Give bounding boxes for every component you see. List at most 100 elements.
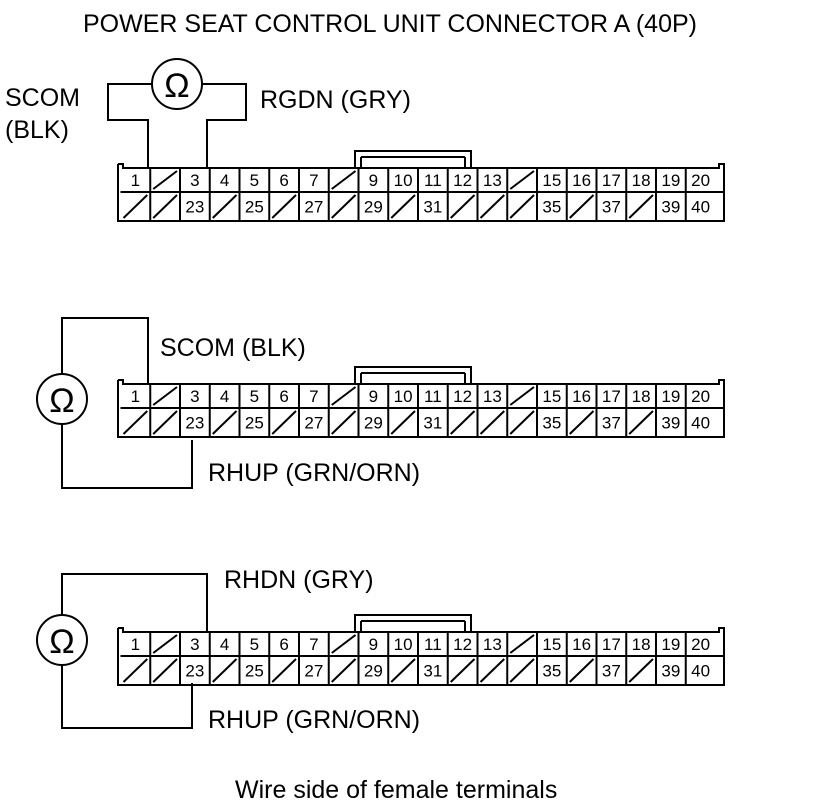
terminal-27: 27 — [304, 662, 323, 681]
connector-latch — [354, 614, 472, 632]
connector-latch — [354, 150, 472, 168]
terminal-19: 19 — [661, 387, 680, 406]
terminal-4: 4 — [220, 387, 229, 406]
blank-terminal-slash — [331, 634, 357, 654]
terminal-10: 10 — [394, 635, 413, 654]
terminal-3: 3 — [190, 635, 199, 654]
blank-terminal-slash — [331, 658, 357, 683]
terminal-13: 13 — [483, 387, 502, 406]
blank-terminal-slash — [212, 194, 238, 219]
blank-terminal-slash — [331, 170, 357, 190]
label-rgdn: RGDN (GRY) — [260, 86, 411, 114]
terminal-5: 5 — [250, 635, 259, 654]
terminal-12: 12 — [453, 387, 472, 406]
label-rhup: RHUP (GRN/ORN) — [208, 459, 420, 487]
terminal-31: 31 — [423, 662, 442, 681]
terminal-37: 37 — [602, 198, 621, 217]
terminal-37: 37 — [602, 414, 621, 433]
connector-housing — [117, 627, 725, 686]
blank-terminal-slash — [152, 634, 178, 654]
blank-terminal-slash — [152, 170, 178, 190]
probe-wire-rhup — [61, 665, 193, 729]
diagram-title: POWER SEAT CONTROL UNIT CONNECTOR A (40P… — [83, 10, 697, 38]
label-rhup: RHUP (GRN/ORN) — [208, 706, 420, 734]
footer-caption: Wire side of female terminals — [235, 776, 557, 804]
terminal-16: 16 — [572, 387, 591, 406]
terminal-35: 35 — [542, 198, 561, 217]
terminal-40: 40 — [691, 414, 710, 433]
probe-wire-rhdn — [61, 573, 208, 632]
terminal-23: 23 — [185, 662, 204, 681]
terminal-11: 11 — [424, 171, 442, 190]
terminal-16: 16 — [572, 635, 591, 654]
terminal-23: 23 — [185, 198, 204, 217]
blank-terminal-slash — [450, 194, 476, 219]
blank-terminal-slash — [122, 194, 148, 219]
terminal-29: 29 — [364, 198, 383, 217]
probe-wire-scom — [107, 83, 152, 168]
blank-terminal-slash — [509, 634, 535, 654]
terminal-17: 17 — [602, 387, 621, 406]
blank-terminal-slash — [509, 658, 535, 683]
terminal-20: 20 — [691, 635, 710, 654]
terminal-16: 16 — [572, 171, 591, 190]
terminal-18: 18 — [632, 387, 651, 406]
blank-terminal-slash — [479, 194, 505, 219]
blank-terminal-slash — [509, 170, 535, 190]
blank-terminal-slash — [271, 194, 297, 219]
label-scom: SCOM — [5, 84, 80, 112]
terminal-5: 5 — [250, 171, 259, 190]
terminal-18: 18 — [632, 635, 651, 654]
ohm-symbol-icon: Ω — [49, 623, 74, 661]
terminal-27: 27 — [304, 414, 323, 433]
blank-terminal-slash — [271, 410, 297, 435]
terminal-15: 15 — [542, 387, 561, 406]
terminal-10: 10 — [394, 387, 413, 406]
terminal-7: 7 — [309, 387, 318, 406]
terminal-6: 6 — [279, 387, 288, 406]
blank-terminal-slash — [628, 658, 654, 683]
blank-terminal-slash — [479, 658, 505, 683]
terminal-31: 31 — [423, 414, 442, 433]
terminal-25: 25 — [245, 414, 264, 433]
terminal-10: 10 — [394, 171, 413, 190]
blank-terminal-slash — [479, 410, 505, 435]
ohmmeter-3: Ω — [36, 614, 88, 666]
blank-terminal-slash — [212, 658, 238, 683]
terminal-11: 11 — [424, 387, 442, 406]
terminal-39: 39 — [661, 414, 680, 433]
terminal-31: 31 — [423, 198, 442, 217]
terminal-29: 29 — [364, 662, 383, 681]
blank-terminal-slash — [509, 410, 535, 435]
terminal-1: 1 — [131, 171, 140, 190]
terminal-25: 25 — [245, 662, 264, 681]
blank-terminal-slash — [152, 386, 178, 406]
blank-terminal-slash — [331, 194, 357, 219]
blank-terminal-slash — [152, 658, 178, 683]
blank-terminal-slash — [390, 194, 416, 219]
terminal-27: 27 — [304, 198, 323, 217]
terminal-11: 11 — [424, 635, 442, 654]
terminal-6: 6 — [279, 635, 288, 654]
label-scom: SCOM (BLK) — [160, 334, 306, 362]
terminal-7: 7 — [309, 635, 318, 654]
blank-terminal-slash — [152, 194, 178, 219]
connector-latch — [354, 366, 472, 384]
terminal-15: 15 — [542, 171, 561, 190]
terminal-3: 3 — [190, 387, 199, 406]
terminal-20: 20 — [691, 387, 710, 406]
label-rhdn: RHDN (GRY) — [224, 566, 374, 594]
terminal-6: 6 — [279, 171, 288, 190]
connector-housing — [117, 163, 725, 222]
ohm-symbol-icon: Ω — [164, 67, 189, 105]
ohm-symbol-icon: Ω — [49, 382, 74, 420]
terminal-1: 1 — [131, 635, 140, 654]
terminal-7: 7 — [309, 171, 318, 190]
blank-terminal-slash — [450, 658, 476, 683]
terminal-3: 3 — [190, 171, 199, 190]
blank-terminal-slash — [628, 410, 654, 435]
terminal-35: 35 — [542, 662, 561, 681]
